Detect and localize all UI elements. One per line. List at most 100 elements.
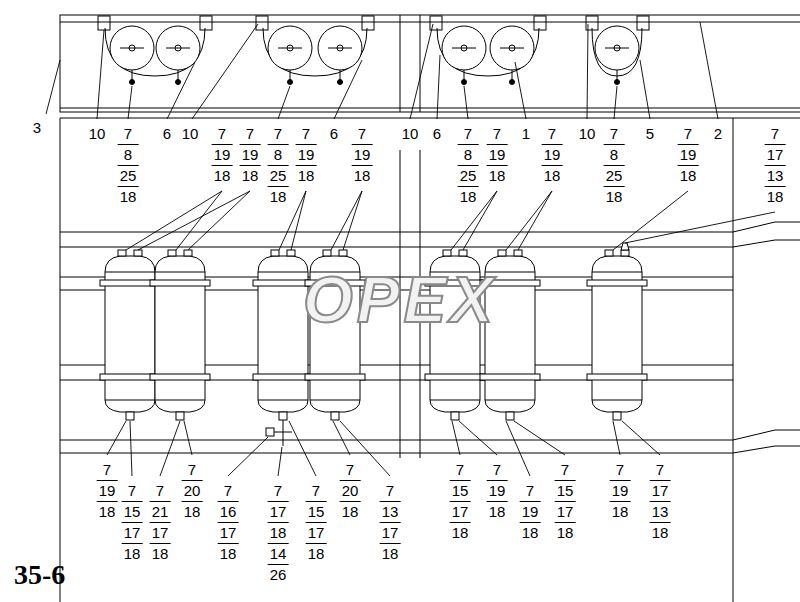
- tee-fitting: [274, 420, 292, 446]
- callout-number: 26: [268, 565, 289, 585]
- callout-number: 19: [678, 145, 699, 166]
- leader-line: [278, 86, 290, 119]
- bracket: [733, 240, 800, 247]
- leader-line: [622, 421, 660, 455]
- callout-stack: 7151718: [450, 460, 471, 543]
- callout-number: 7: [380, 481, 401, 502]
- callout-stack: 71918: [296, 124, 317, 186]
- callout-stack: 7161718: [218, 481, 239, 564]
- callout-number: 18: [352, 166, 373, 186]
- leader-line: [410, 24, 433, 119]
- leader-line: [160, 421, 180, 476]
- callout-number: 18: [122, 544, 143, 564]
- callout-number: 18: [487, 166, 508, 186]
- callout-number: 17: [650, 481, 671, 502]
- callout-number: 17: [268, 502, 289, 523]
- tank: [595, 26, 639, 85]
- frame-post: [60, 118, 61, 602]
- callout-stack: 7151718: [122, 481, 143, 564]
- callout-number: 10: [400, 124, 421, 144]
- callout-number: 7: [542, 124, 563, 145]
- callout-number: 13: [650, 502, 671, 523]
- callout-number: 5: [644, 124, 656, 144]
- callout-stack: 72018: [182, 460, 203, 522]
- callout-stack: 71918: [487, 124, 508, 186]
- callout-number: 10: [180, 124, 201, 144]
- callout-number: 7: [306, 481, 327, 502]
- top-tanks: [110, 26, 639, 85]
- bracket: [733, 430, 800, 440]
- callout-number: 18: [555, 523, 576, 543]
- callout-number: 18: [650, 523, 671, 543]
- callout-number: 21: [150, 502, 171, 523]
- cylinder: [100, 250, 160, 420]
- callout-number: 7: [122, 481, 143, 502]
- callout-number: 18: [542, 166, 563, 186]
- callout-number: 18: [212, 166, 233, 186]
- callout-stack: 7211718: [150, 481, 171, 564]
- callout-number: 15: [555, 481, 576, 502]
- leader-line: [176, 191, 222, 250]
- callout-number: 19: [487, 481, 508, 502]
- callout-number: 20: [182, 481, 203, 502]
- leader-line: [515, 62, 526, 119]
- figure-number: 35-6: [14, 558, 65, 592]
- callout-number: 6: [328, 124, 340, 144]
- callout-number: 18: [340, 502, 361, 522]
- callout-number: 1: [520, 124, 532, 144]
- callout-number: 18: [218, 544, 239, 564]
- callout-number: 7: [650, 460, 671, 481]
- callout-number: 18: [268, 187, 289, 207]
- callout-stack: 71918: [212, 124, 233, 186]
- leader-line: [46, 60, 60, 114]
- callout-number: 14: [268, 544, 289, 565]
- callout-number: 19: [487, 145, 508, 166]
- callout-number: 18: [380, 544, 401, 564]
- callout-number: 8: [604, 145, 625, 166]
- callout-number: 7: [352, 124, 373, 145]
- tank: [110, 26, 154, 85]
- leader-line: [334, 60, 362, 119]
- tank: [442, 26, 486, 85]
- callout-number: 18: [268, 523, 289, 544]
- callout-stack: 71918: [678, 124, 699, 186]
- callout-stack: 71918: [542, 124, 563, 186]
- callout-stack: 71918: [520, 481, 541, 543]
- callout-number: 13: [380, 502, 401, 523]
- leader-line: [167, 62, 195, 119]
- callout-number: 18: [240, 166, 261, 186]
- leader-line: [278, 447, 282, 476]
- leader-line: [464, 86, 468, 119]
- callout-number: 19: [296, 145, 317, 166]
- callout-number: 7: [555, 460, 576, 481]
- leader-line: [625, 212, 775, 243]
- callout-number: 7: [765, 124, 786, 145]
- strap-bracket: [256, 16, 268, 30]
- callout-number: 19: [97, 481, 118, 502]
- leader-line: [459, 421, 497, 455]
- callout-number: 6: [328, 124, 340, 144]
- tank: [268, 26, 312, 85]
- leader-line: [613, 421, 620, 455]
- leader-line: [518, 191, 552, 250]
- frame-post: [400, 15, 401, 112]
- callout-number: 10: [87, 124, 108, 144]
- strap-bracket: [534, 16, 546, 30]
- callout-number: 18: [604, 187, 625, 207]
- callout-number: 7: [97, 460, 118, 481]
- callout-number: 25: [458, 166, 479, 187]
- callout-number: 7: [268, 481, 289, 502]
- callout-number: 7: [118, 124, 139, 145]
- callout-number: 18: [487, 502, 508, 522]
- rail: [60, 453, 733, 454]
- callout-number: 6: [161, 124, 173, 144]
- frame: [60, 15, 800, 602]
- callout-stack: 71918: [610, 460, 631, 522]
- callout-stack: 71918: [487, 460, 508, 522]
- callout-number: 16: [218, 502, 239, 523]
- callout-number: 10: [400, 124, 421, 144]
- callout-number: 8: [118, 145, 139, 166]
- callout-stack: 7131718: [380, 481, 401, 564]
- callout-number: 10: [577, 124, 598, 144]
- bracket: [733, 446, 800, 453]
